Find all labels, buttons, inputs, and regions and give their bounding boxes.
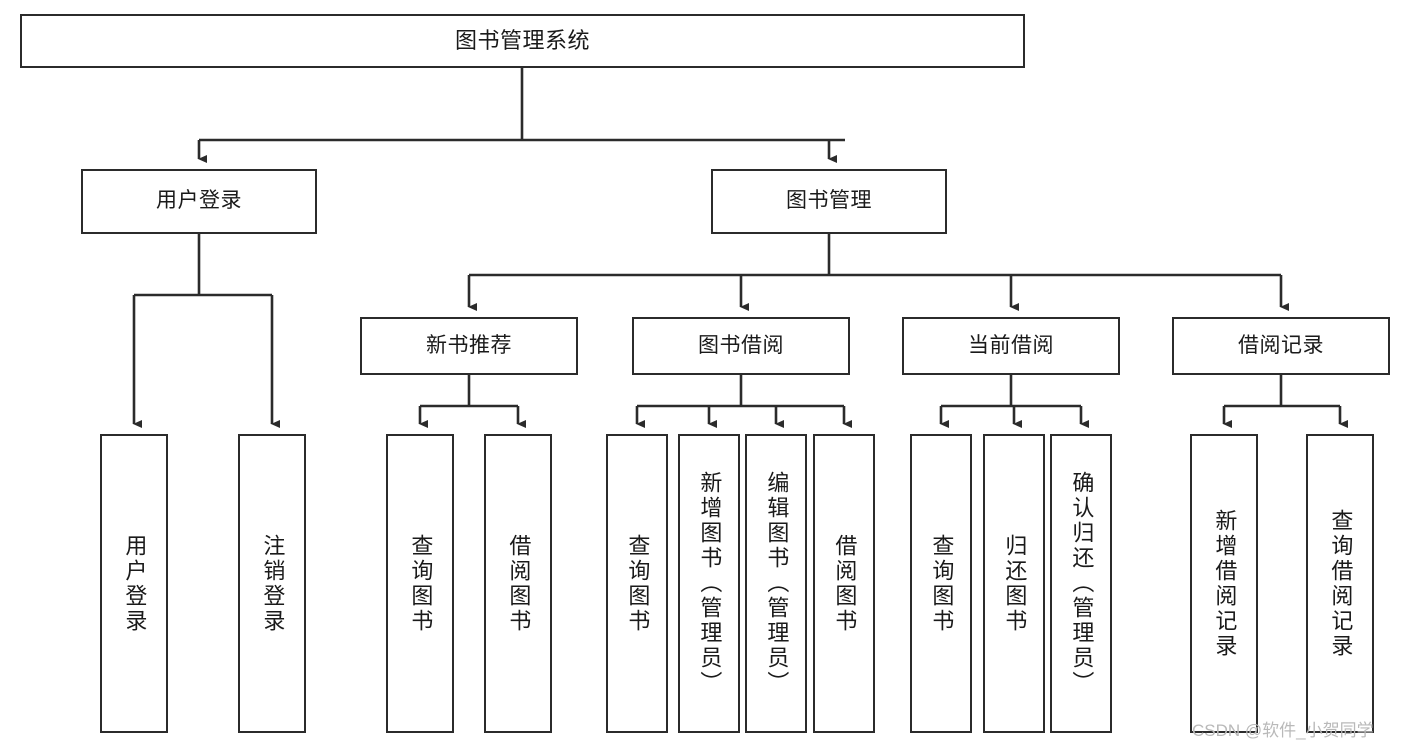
node-book-management-label: 图书管理: [786, 189, 872, 213]
node-book-management[interactable]: 图书管理: [711, 169, 947, 234]
node-user-login-label: 用户登录: [156, 189, 242, 213]
node-leaf-query-book-2-label: 查询图书: [625, 533, 651, 634]
node-leaf-borrow-book-1-label: 借阅图书: [506, 533, 532, 634]
node-leaf-borrow-book-2[interactable]: 借阅图书: [813, 434, 875, 733]
node-current-borrow[interactable]: 当前借阅: [902, 317, 1120, 375]
node-root[interactable]: 图书管理系统: [20, 14, 1025, 68]
node-leaf-borrow-book-1[interactable]: 借阅图书: [484, 434, 552, 733]
node-leaf-confirm-return-admin[interactable]: 确认归还（管理员）: [1050, 434, 1112, 733]
node-borrow-record[interactable]: 借阅记录: [1172, 317, 1390, 375]
node-current-borrow-label: 当前借阅: [968, 333, 1054, 357]
node-leaf-query-borrow-record-label: 查询借阅记录: [1328, 508, 1354, 659]
node-leaf-logout-login-label: 注销登录: [260, 533, 286, 634]
node-leaf-query-book-2[interactable]: 查询图书: [606, 434, 668, 733]
node-leaf-logout-login[interactable]: 注销登录: [238, 434, 306, 733]
csdn-watermark: CSDN @软件_小贺同学: [1192, 721, 1374, 740]
node-book-borrow-label: 图书借阅: [698, 333, 784, 357]
node-leaf-query-book-3[interactable]: 查询图书: [910, 434, 972, 733]
node-new-book-recommend-label: 新书推荐: [426, 333, 512, 357]
node-leaf-edit-book-admin-label: 编辑图书（管理员）: [764, 471, 790, 696]
node-leaf-add-book-admin-label: 新增图书（管理员）: [697, 471, 723, 696]
node-leaf-user-login[interactable]: 用户登录: [100, 434, 168, 733]
node-leaf-edit-book-admin[interactable]: 编辑图书（管理员）: [745, 434, 807, 733]
node-leaf-add-borrow-record-label: 新增借阅记录: [1212, 508, 1238, 659]
node-user-login[interactable]: 用户登录: [81, 169, 317, 234]
node-leaf-query-book-3-label: 查询图书: [929, 533, 955, 634]
node-leaf-return-book[interactable]: 归还图书: [983, 434, 1045, 733]
node-book-borrow[interactable]: 图书借阅: [632, 317, 850, 375]
node-leaf-borrow-book-2-label: 借阅图书: [832, 533, 858, 634]
node-leaf-user-login-label: 用户登录: [122, 533, 148, 634]
node-leaf-query-borrow-record[interactable]: 查询借阅记录: [1306, 434, 1374, 733]
node-leaf-add-book-admin[interactable]: 新增图书（管理员）: [678, 434, 740, 733]
node-leaf-confirm-return-admin-label: 确认归还（管理员）: [1069, 471, 1095, 696]
node-borrow-record-label: 借阅记录: [1238, 333, 1324, 357]
node-leaf-add-borrow-record[interactable]: 新增借阅记录: [1190, 434, 1258, 733]
node-root-label: 图书管理系统: [454, 28, 590, 54]
node-new-book-recommend[interactable]: 新书推荐: [360, 317, 578, 375]
node-leaf-query-book-1-label: 查询图书: [408, 533, 434, 634]
node-leaf-return-book-label: 归还图书: [1002, 533, 1028, 634]
node-leaf-query-book-1[interactable]: 查询图书: [386, 434, 454, 733]
